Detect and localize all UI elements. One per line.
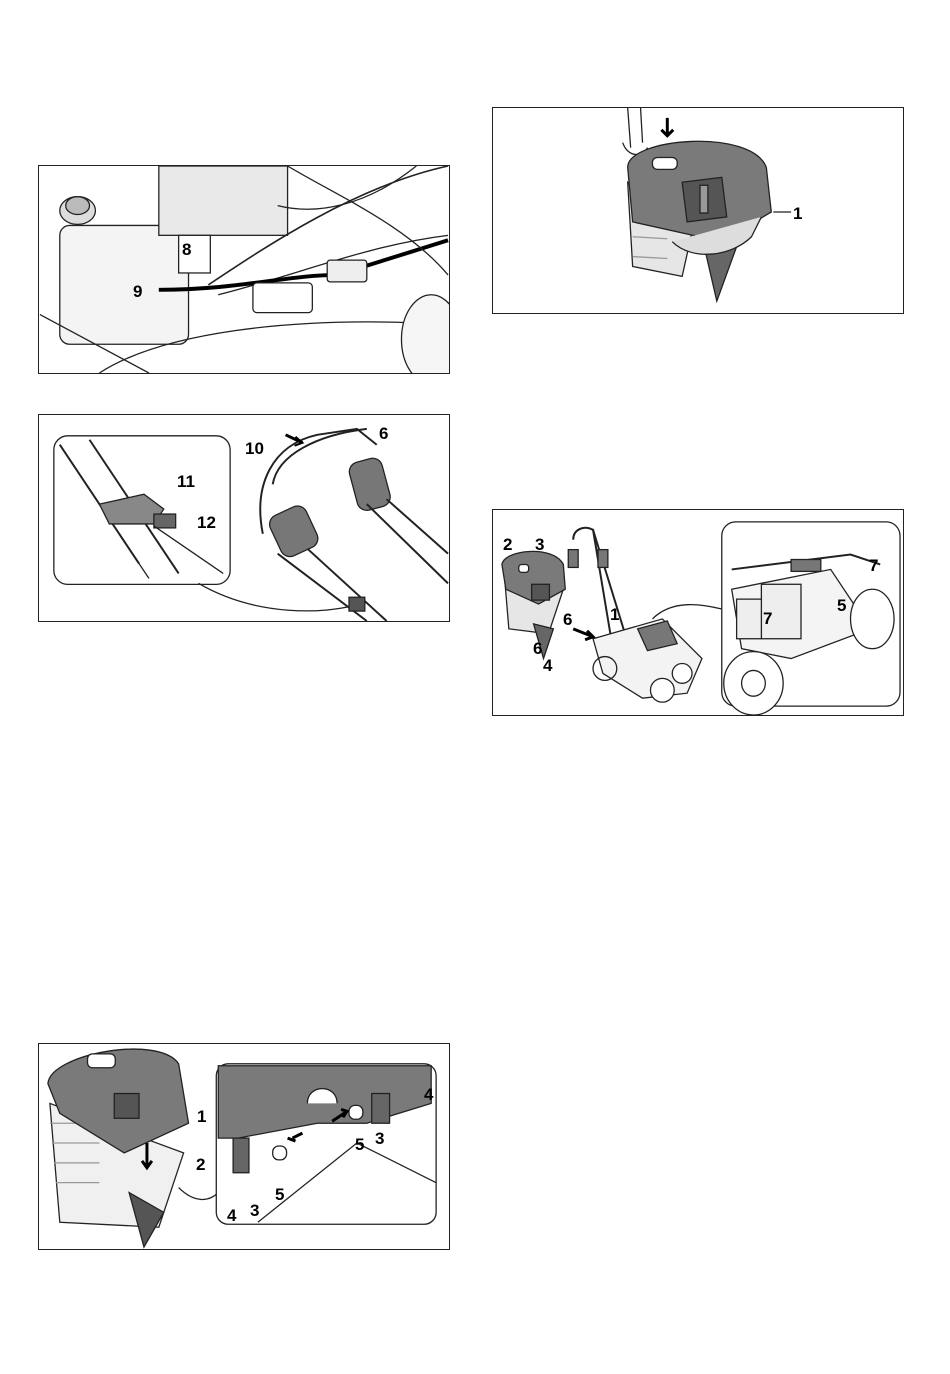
callout-4-right: 4 [424,1086,433,1103]
callout-9: 9 [133,283,142,300]
callout-1: 1 [610,606,619,623]
callout-6-left: 6 [533,640,542,657]
figure-handle-cable: 10 6 11 12 [38,414,450,622]
figure-bag-lid: 1 2 4 3 5 5 3 4 [38,1043,450,1250]
engine-cable-illustration [39,166,449,373]
callout-7-left: 7 [763,610,772,627]
callout-11: 11 [177,473,195,490]
callout-1: 1 [197,1108,206,1125]
callout-3: 3 [535,536,544,553]
callout-5-left: 5 [275,1186,284,1203]
callout-12: 12 [197,514,216,531]
bag-press-illustration [493,108,903,313]
handle-cable-illustration [39,415,449,621]
callout-4-left: 4 [227,1207,236,1224]
bag-lid-illustration [39,1044,449,1249]
callout-8: 8 [182,241,191,258]
callout-1: 1 [793,205,802,222]
figure-bag-attach: 2 3 1 6 6 4 7 7 5 [492,509,904,716]
callout-5: 5 [837,597,846,614]
callout-5-right: 5 [355,1136,364,1153]
figure-bag-press: 1 [492,107,904,314]
figure-engine-cable: 8 9 [38,165,450,374]
callout-4: 4 [543,657,552,674]
callout-10: 10 [245,440,264,457]
callout-3-right: 3 [375,1130,384,1147]
callout-6-right: 6 [563,611,572,628]
callout-2: 2 [503,536,512,553]
callout-2: 2 [196,1156,205,1173]
callout-6: 6 [379,425,388,442]
callout-7-top: 7 [869,557,878,574]
callout-3-left: 3 [250,1202,259,1219]
